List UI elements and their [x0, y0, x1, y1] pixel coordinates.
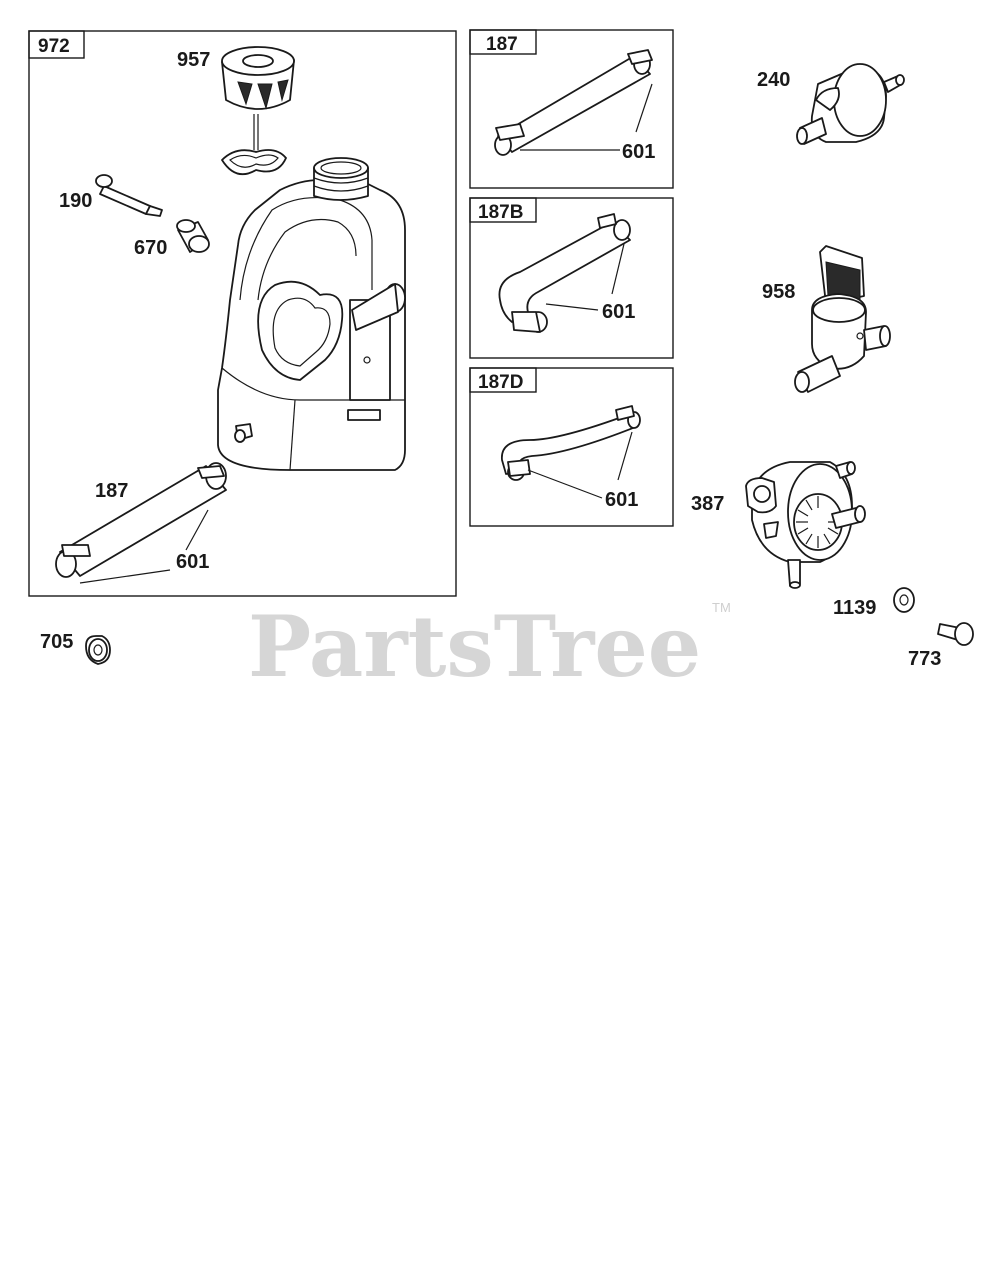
watermark-text: PartsTree	[248, 597, 701, 696]
callout-773: 773	[908, 648, 941, 670]
callout-705: 705	[40, 631, 73, 653]
group-label-972: 972	[38, 36, 70, 57]
watermark-trademark: TM	[712, 600, 731, 615]
plug-part[interactable]	[937, 622, 974, 646]
fuel-pump-part[interactable]	[745, 461, 866, 589]
fuel-line-187-part[interactable]	[494, 49, 653, 156]
callout-601-187b: 601	[602, 301, 635, 323]
bushing-part[interactable]	[176, 219, 210, 253]
shutoff-valve-part[interactable]	[794, 245, 891, 393]
callout-670: 670	[134, 237, 167, 259]
callout-601-main: 601	[176, 551, 209, 573]
pump-diaphragm-ribs	[796, 496, 840, 548]
callout-240: 240	[757, 69, 790, 91]
group-187d[interactable]: 187D	[469, 367, 674, 527]
callout-601-187d: 601	[605, 489, 638, 511]
callout-187: 187	[95, 480, 128, 502]
callout-957: 957	[177, 49, 210, 71]
group-187b[interactable]: 187B	[469, 197, 674, 359]
fuel-cap-part[interactable]	[221, 46, 295, 176]
bolt-part[interactable]	[95, 174, 163, 217]
group-label-187: 187	[486, 34, 518, 55]
fuel-line-187b-part[interactable]	[498, 213, 631, 333]
callout-387: 387	[691, 493, 724, 515]
callout-601-187: 601	[622, 141, 655, 163]
callout-190: 190	[59, 190, 92, 212]
group-label-187b: 187B	[478, 202, 523, 223]
fuel-line-187d-part[interactable]	[501, 405, 641, 481]
group-187[interactable]: 187	[469, 29, 674, 189]
washer-part[interactable]	[893, 587, 915, 613]
fuel-filter-part[interactable]	[796, 63, 905, 145]
group-972[interactable]: 972	[28, 30, 457, 597]
fuel-tank-part[interactable]	[217, 157, 406, 471]
grommet-part[interactable]	[85, 635, 111, 665]
group-label-187d: 187D	[478, 372, 523, 393]
callout-1139: 1139	[833, 597, 876, 619]
fuel-line-part[interactable]	[55, 462, 227, 578]
callout-958: 958	[762, 281, 795, 303]
